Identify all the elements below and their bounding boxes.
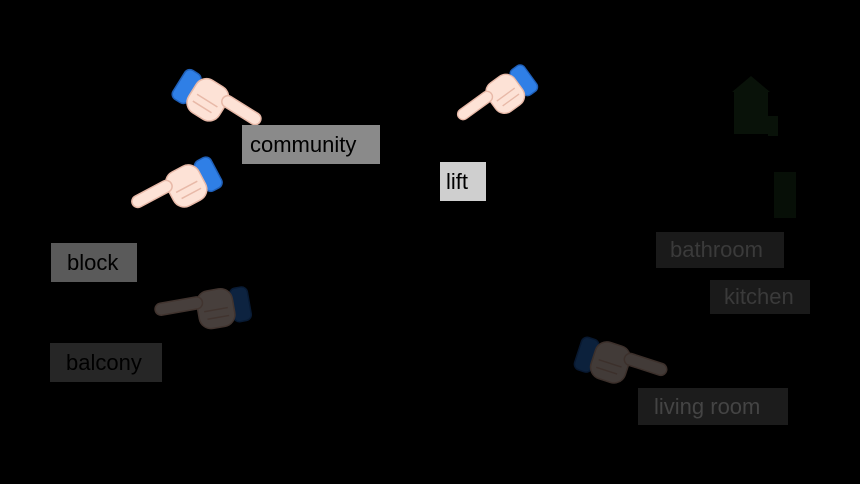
pointing-hand-icon bbox=[170, 64, 270, 140]
label-balcony-text: balcony bbox=[66, 349, 142, 375]
pointing-hand-icon bbox=[448, 56, 540, 136]
label-block: block bbox=[51, 243, 137, 282]
label-kitchen: kitchen bbox=[710, 280, 810, 314]
label-living-room-text: living room bbox=[654, 393, 761, 419]
pointing-hand-icon bbox=[572, 332, 672, 396]
building-icon bbox=[728, 72, 784, 142]
pointing-hand-icon bbox=[124, 152, 224, 222]
label-bathroom-text: bathroom bbox=[670, 237, 763, 262]
label-community: community bbox=[242, 125, 380, 164]
label-living-room: living room bbox=[638, 388, 788, 425]
label-lift-text: lift bbox=[446, 168, 468, 194]
label-bathroom: bathroom bbox=[656, 232, 784, 268]
building-icon bbox=[770, 166, 800, 222]
pointing-hand-icon bbox=[150, 280, 254, 342]
label-community-text: community bbox=[250, 131, 357, 157]
label-lift: lift bbox=[440, 162, 486, 201]
label-balcony: balcony bbox=[50, 343, 162, 382]
label-block-text: block bbox=[67, 249, 119, 275]
label-kitchen-text: kitchen bbox=[724, 284, 794, 309]
